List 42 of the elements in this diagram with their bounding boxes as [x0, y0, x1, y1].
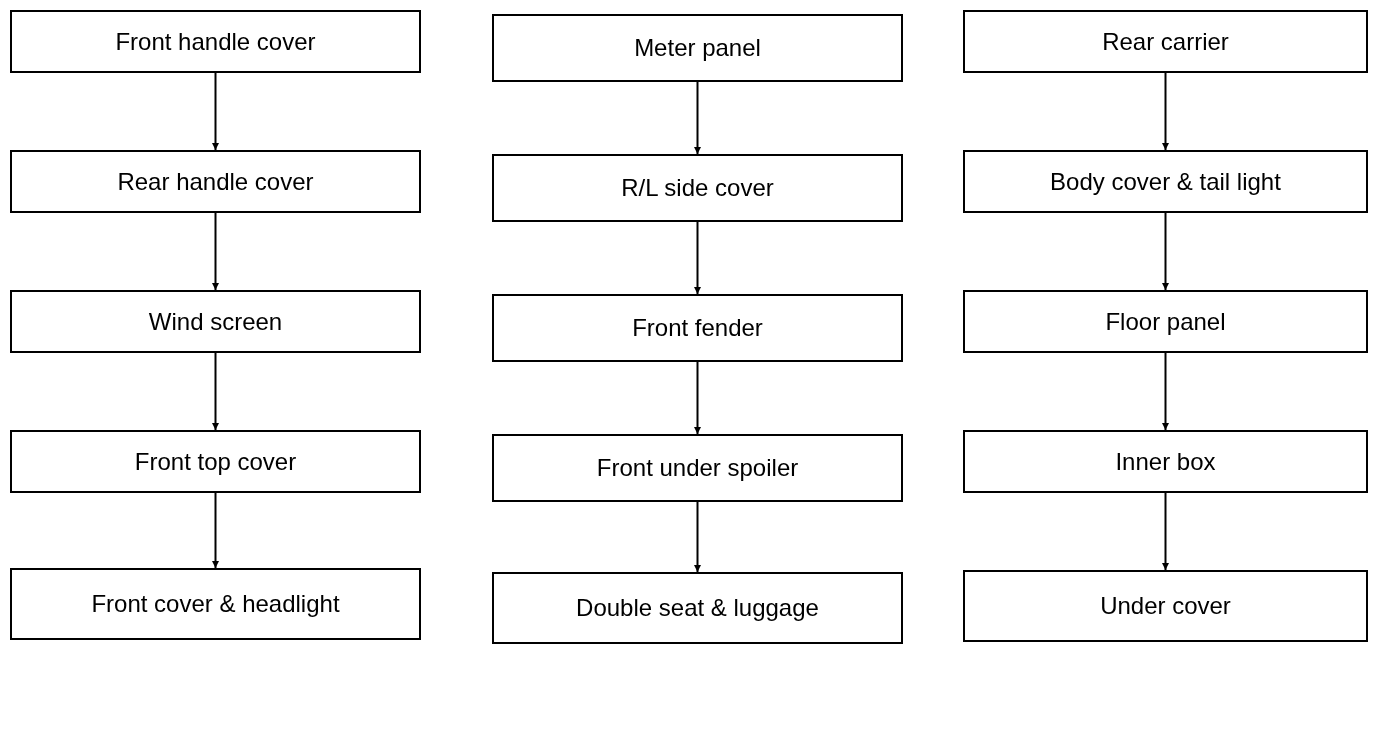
process-box: [10, 290, 421, 353]
box-label: Meter panel: [634, 34, 761, 62]
process-box: [492, 294, 903, 362]
box-label: Front top cover: [134, 447, 297, 476]
process-box: [10, 10, 421, 73]
process-box: [10, 150, 421, 213]
process-box: [492, 154, 903, 222]
process-box: [492, 14, 903, 82]
arrow: [1162, 492, 1169, 571]
arrow: [694, 221, 701, 295]
box-label: Rear handle cover: [117, 167, 314, 196]
arrow: [212, 212, 219, 291]
box-label: Body cover & tail light: [1050, 167, 1281, 196]
box-label: Front cover & headlight: [91, 590, 340, 618]
box-label: Rear carrier: [1102, 27, 1229, 56]
process-box: [963, 150, 1368, 213]
box-label: Front fender: [632, 314, 763, 342]
process-box: [492, 434, 903, 502]
box-label: Front under spoiler: [596, 454, 799, 482]
process-box: [10, 430, 421, 493]
process-box: [492, 572, 903, 644]
box-label: Under cover: [1100, 592, 1231, 620]
box-label: R/L side cover: [621, 174, 774, 202]
box-label: Double seat & luggage: [576, 594, 819, 622]
arrow: [694, 81, 701, 155]
process-box: [10, 568, 421, 640]
arrow: [1162, 212, 1169, 291]
process-box: [963, 290, 1368, 353]
box-label: Inner box: [1115, 447, 1216, 476]
arrow: [694, 361, 701, 435]
arrow: [212, 72, 219, 151]
process-box: [963, 10, 1368, 73]
arrow: [1162, 72, 1169, 151]
process-box: [963, 430, 1368, 493]
process-box: [963, 570, 1368, 642]
arrow: [694, 501, 701, 573]
arrow: [1162, 352, 1169, 431]
box-label: Floor panel: [1105, 307, 1226, 336]
arrow: [212, 492, 219, 569]
arrow: [212, 352, 219, 431]
box-label: Front handle cover: [115, 27, 316, 56]
box-label: Wind screen: [148, 307, 283, 336]
